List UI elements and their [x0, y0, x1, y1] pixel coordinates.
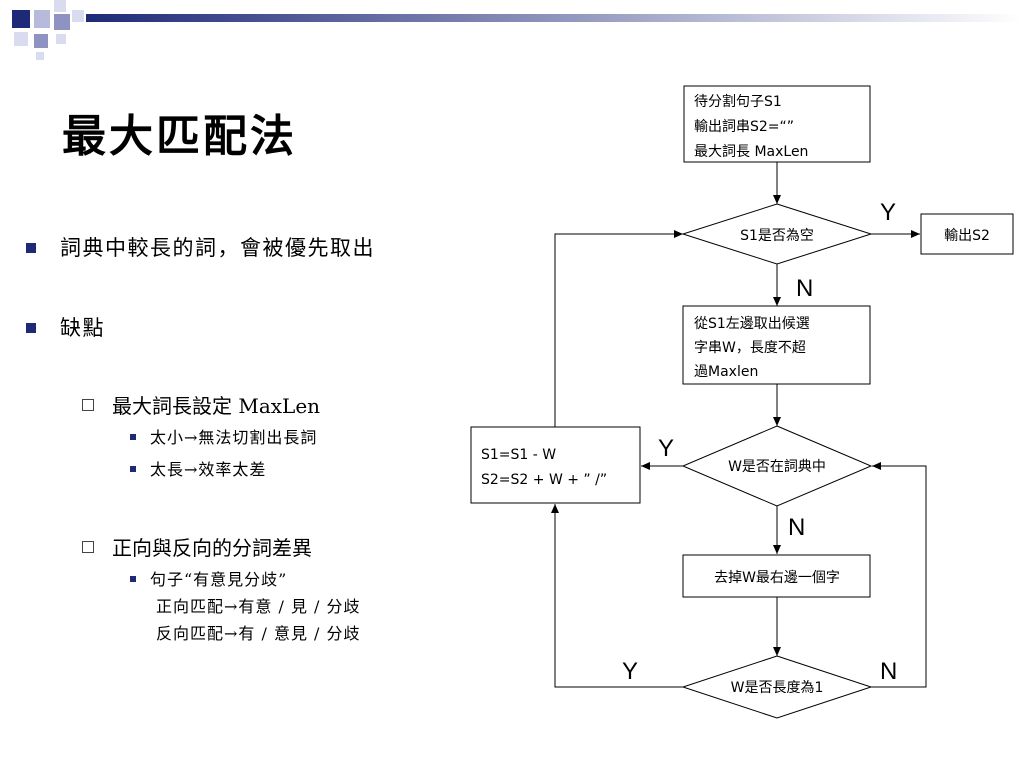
decision-w-length-one-text: W是否長度為1: [731, 680, 824, 696]
bullet-continuation: 正向匹配→有意 / 見 / 分歧: [156, 597, 361, 616]
bullet-item: 詞典中較長的詞，會被優先取出: [26, 232, 375, 262]
start-text-line3: 最大詞長 MaxLen: [694, 144, 808, 160]
label-no: N: [796, 275, 813, 302]
bullet-text: 句子“有意見分歧”: [150, 570, 288, 589]
loop-arrow: [871, 462, 927, 688]
decision-w-in-dict-text: W是否在詞典中: [728, 459, 826, 475]
hollow-square-bullet-icon: [82, 541, 94, 553]
bullet-text: 正向與反向的分詞差異: [112, 536, 312, 560]
square-bullet-icon: [130, 466, 136, 472]
update-text-line2: S2=S2 + W + ” /”: [481, 472, 607, 488]
label-yes: Y: [880, 199, 896, 226]
take-candidate-box: [682, 305, 871, 385]
sub-bullet-item: 正向與反向的分詞差異: [82, 532, 312, 561]
decision-w-length-one: [681, 655, 873, 719]
label-yes: Y: [658, 435, 674, 462]
update-text-line1: S1=S1 - W: [481, 447, 556, 463]
hollow-square-bullet-icon: [82, 399, 94, 411]
remove-char-box: [682, 554, 871, 598]
take-text-line3: 過Maxlen: [694, 364, 758, 380]
page-title: 最大匹配法: [62, 111, 297, 162]
bullet-text: 太小→無法切割出長詞: [150, 428, 318, 447]
sub-bullet-item: 最大詞長設定 MaxLen: [82, 390, 320, 419]
bullet-text: 最大詞長設定 MaxLen: [112, 394, 321, 418]
take-text-line2: 字串W，長度不超: [694, 340, 806, 356]
bullet-text: 缺點: [60, 316, 105, 340]
bullet-text: 太長→效率太差: [150, 460, 267, 479]
start-text-line2: 輸出詞串S2=“”: [694, 119, 794, 135]
start-text-line1: 待分割句子S1: [694, 93, 782, 110]
loop-arrow: [551, 504, 683, 688]
sub-sub-bullet-item: 太長→效率太差: [130, 456, 266, 483]
square-bullet-icon: [26, 323, 36, 333]
sub-sub-bullet-item: 句子“有意見分歧” 正向匹配→有意 / 見 / 分歧 反向匹配→有 / 意見 /…: [130, 566, 361, 647]
label-yes: Y: [622, 658, 638, 685]
loop-arrow: [554, 230, 683, 427]
square-bullet-icon: [130, 434, 136, 440]
remove-char-text: 去掉W最右邊一個字: [714, 570, 840, 586]
label-no: N: [880, 658, 897, 685]
bullet-continuation: 反向匹配→有 / 意見 / 分歧: [156, 624, 361, 643]
bullet-item: 缺點: [26, 312, 105, 342]
output-text: 輸出S2: [944, 228, 990, 244]
start-box: [683, 85, 871, 163]
decision-s1-empty-text: S1是否為空: [740, 228, 814, 244]
sub-sub-bullet-item: 太小→無法切割出長詞: [130, 424, 317, 451]
take-text-line1: 從S1左邊取出候選: [694, 316, 810, 332]
update-box: [470, 426, 641, 504]
square-bullet-icon: [26, 243, 36, 253]
output-box: [920, 213, 1014, 255]
header-decoration: [12, 0, 1024, 60]
square-bullet-icon: [130, 576, 136, 582]
label-no: N: [788, 514, 805, 541]
bullet-text: 詞典中較長的詞，會被優先取出: [60, 236, 375, 260]
